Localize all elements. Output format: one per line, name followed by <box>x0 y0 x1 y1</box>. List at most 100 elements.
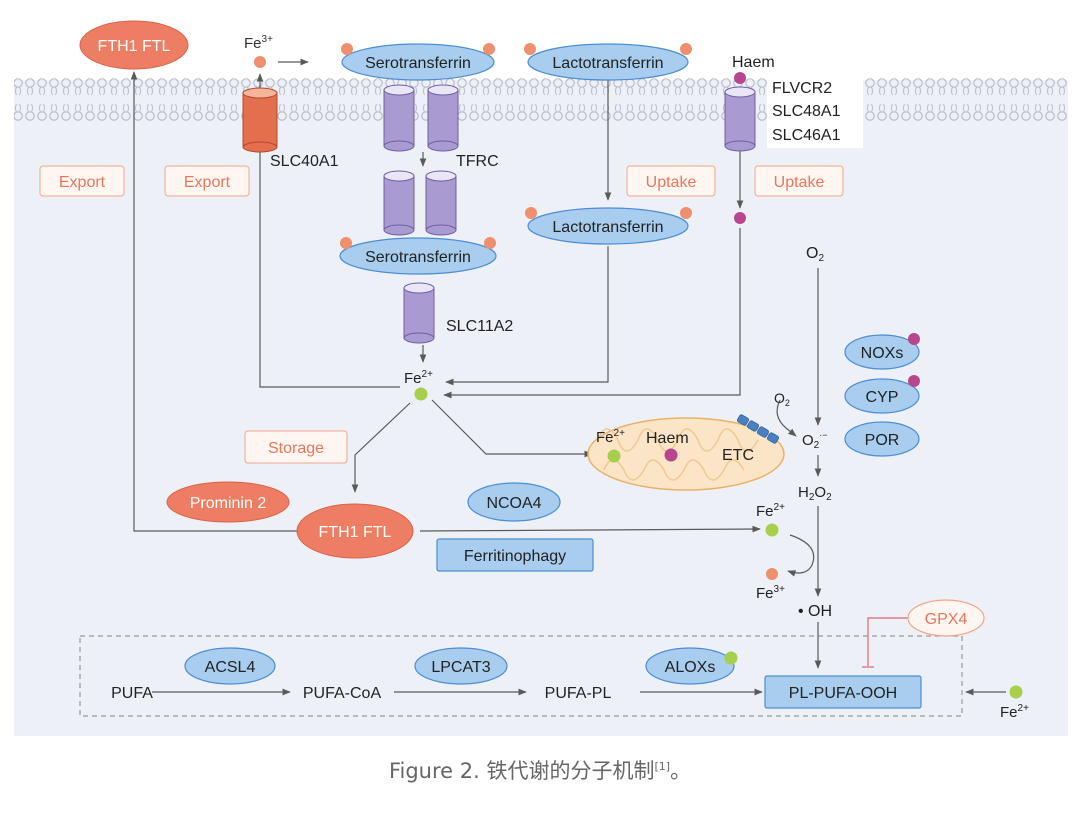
acsl4-label: ACSL4 <box>205 659 256 676</box>
tfrc-channel <box>383 84 459 152</box>
svg-text:Export: Export <box>59 174 106 191</box>
superoxide-label: O2·− <box>802 430 828 451</box>
fe2-fenton-dot <box>765 523 779 537</box>
fe2-bottom-label: Fe2+ <box>1000 703 1029 721</box>
cyp-oval <box>844 378 920 414</box>
pufa-label: PUFA <box>111 685 153 702</box>
gpx4-oval <box>907 599 985 637</box>
svg-text:Uptake: Uptake <box>774 174 825 191</box>
serotransferrin-mid-label: Serotransferrin <box>365 249 471 266</box>
haem-mito-label: Haem <box>646 430 689 447</box>
svg-text:Export: Export <box>184 174 231 191</box>
aloxs-label: ALOXs <box>665 659 716 676</box>
fth1-ftl-top-oval <box>79 20 189 70</box>
arrow-lactotransferrin-to-fe2 <box>445 246 609 386</box>
fe3-top-dot <box>254 56 266 68</box>
svg-text:Storage: Storage <box>268 440 324 457</box>
slc40a1-channel <box>242 87 278 153</box>
ncoa4-label: NCOA4 <box>486 495 541 512</box>
arrow-fe2-to-storage <box>351 402 411 493</box>
haem-mito-dot <box>664 448 678 462</box>
fe2-mito-dot <box>607 449 621 463</box>
arrow-fe2-to-mito <box>431 399 593 458</box>
endosome-channel <box>383 170 457 236</box>
fe3-fenton-dot <box>766 568 778 580</box>
etc-label: ETC <box>722 447 754 464</box>
caption-ref: [1] <box>654 760 671 773</box>
aloxs-oval <box>645 647 735 685</box>
haem-top-label: Haem <box>732 54 775 71</box>
iron-dot <box>680 207 692 219</box>
serotransferrin-top-label: Serotransferrin <box>365 55 471 72</box>
noxs-oval <box>844 334 920 370</box>
fe2-bottom-dot <box>1009 685 1023 699</box>
slc11a2-channel <box>403 282 435 344</box>
iron-dot <box>340 237 352 249</box>
fth1-ftl-mid-label: FTH1 FTL <box>319 524 392 541</box>
prominin2-label: Prominin 2 <box>190 495 267 512</box>
arrow-fth1-to-fe2 <box>419 525 761 533</box>
serotransferrin-top-oval <box>341 43 495 81</box>
fth1-ftl-mid-oval <box>296 503 414 559</box>
pufa-coa-label: PUFA-CoA <box>303 685 382 702</box>
export-tag-2: Export <box>164 165 250 197</box>
flvcr2-label: FLVCR2 <box>772 80 832 97</box>
arrow-fenton-curve <box>787 534 815 577</box>
figure-caption: Figure 2. 铁代谢的分子机制[1]。 <box>0 755 1080 785</box>
fe2-center-dot <box>414 387 428 401</box>
caption-suffix: 。 <box>670 759 692 783</box>
tfrc-label: TFRC <box>456 153 499 170</box>
lactotransferrin-top-label: Lactotransferrin <box>552 55 663 72</box>
h2o2-label: H2O2 <box>798 484 832 503</box>
lactotransferrin-mid-label: Lactotransferrin <box>552 219 663 236</box>
por-label: POR <box>865 432 900 449</box>
lactotransferrin-mid-oval <box>527 207 689 245</box>
iron-dot <box>680 43 692 55</box>
iron-dot <box>341 43 353 55</box>
fth1-ftl-top-label: FTH1 FTL <box>98 38 171 55</box>
iron-dot <box>524 43 536 55</box>
acsl4-oval <box>184 647 276 685</box>
fe2-fenton-label: Fe2+ <box>756 502 785 520</box>
noxs-label: NOXs <box>861 345 904 362</box>
fe2-dot <box>724 651 738 665</box>
line-fth1-export <box>130 71 300 532</box>
o2-right-label: O2 <box>806 245 824 264</box>
lactotransferrin-top-oval <box>527 43 689 81</box>
storage-tag: Storage <box>244 430 348 464</box>
lipid-peroxidation-box <box>79 635 963 717</box>
fe3-top-label: Fe3+ <box>244 34 273 52</box>
iron-dot <box>483 43 495 55</box>
slc11a2-label: SLC11A2 <box>446 318 513 335</box>
iron-dot <box>525 207 537 219</box>
fe3-fenton-label: Fe3+ <box>756 584 785 602</box>
fe2-mito-label: Fe2+ <box>596 428 625 446</box>
pl-pufa-ooh-label: PL-PUFA-OOH <box>789 685 897 702</box>
lpcat3-label: LPCAT3 <box>431 659 490 676</box>
inhibit-gpx4 <box>867 617 910 666</box>
etc-complex <box>737 414 779 444</box>
haem-dot <box>908 333 920 345</box>
transporter-name-bg <box>767 78 863 148</box>
por-oval <box>844 421 920 457</box>
oh-radical-label: • OH <box>798 603 832 620</box>
slc46a1-label: SLC46A1 <box>772 127 841 144</box>
uptake-tag-2: Uptake <box>754 165 844 197</box>
ferritinophagy-box <box>436 538 594 572</box>
gpx4-label: GPX4 <box>925 611 968 628</box>
cell-membrane <box>14 78 1068 130</box>
line-export-slc40a1 <box>259 150 400 388</box>
arrow-mito-o2 <box>776 399 797 437</box>
prominin2-oval <box>166 481 290 523</box>
ncoa4-oval <box>467 482 561 522</box>
haem-mid-dot <box>734 212 746 224</box>
haem-top-dot <box>734 72 746 84</box>
pl-pufa-ooh-box <box>764 675 922 709</box>
serotransferrin-mid-oval <box>339 237 497 275</box>
mitochondrion <box>587 417 785 491</box>
pufa-pl-label: PUFA-PL <box>545 685 612 702</box>
haem-dot <box>908 375 920 387</box>
svg-text:Uptake: Uptake <box>646 174 697 191</box>
export-tag-1: Export <box>39 165 125 197</box>
caption-text: 铁代谢的分子机制 <box>479 759 655 783</box>
